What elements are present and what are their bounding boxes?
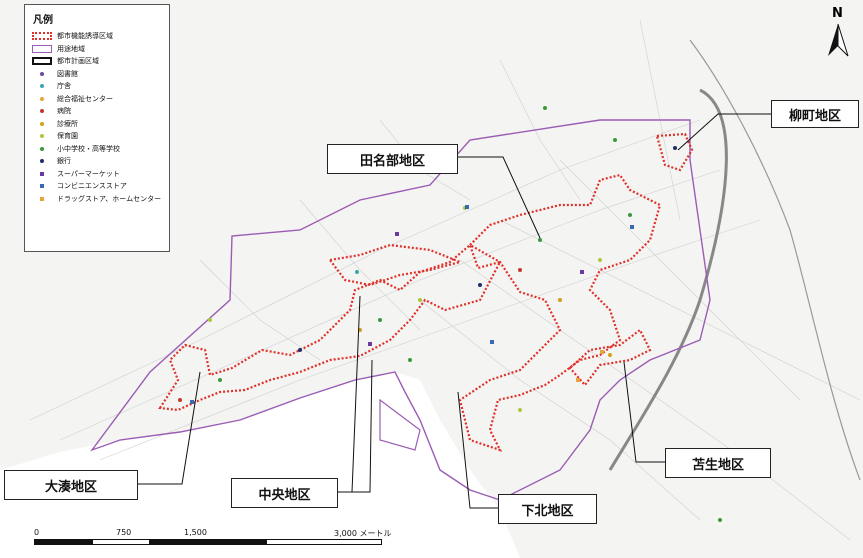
legend-item: 診療所 bbox=[31, 118, 163, 131]
map-legend: 凡例 都市機能誘導区域用途地域都市計画区域図書館庁舎総合福祉センター病院診療所保… bbox=[24, 4, 170, 252]
north-label: N bbox=[832, 6, 843, 21]
legend-item: 都市計画区域 bbox=[31, 55, 163, 68]
label-ominato[interactable]: 大湊地区 bbox=[4, 470, 138, 500]
dot-symbol-icon bbox=[31, 94, 53, 104]
legend-item: 銀行 bbox=[31, 155, 163, 168]
street-network bbox=[29, 19, 861, 541]
legend-item-label: 図書館 bbox=[57, 69, 78, 78]
scale-tick-1500: 1,500 bbox=[184, 528, 207, 537]
legend-item: ドラッグストア、ホームセンター bbox=[31, 193, 163, 206]
legend-item: 都市機能誘導区域 bbox=[31, 30, 163, 43]
label-leader-lines bbox=[138, 113, 771, 509]
black-box-symbol-icon bbox=[31, 56, 53, 66]
railway-line bbox=[689, 39, 861, 481]
legend-item-label: ドラッグストア、ホームセンター bbox=[57, 194, 162, 203]
use-zone-boundary bbox=[90, 119, 711, 501]
north-arrow: N bbox=[818, 6, 858, 62]
legend-item: 図書館 bbox=[31, 68, 163, 81]
square-symbol-icon bbox=[31, 169, 53, 179]
legend-item: 庁舎 bbox=[31, 80, 163, 93]
legend-item: 用途地域 bbox=[31, 43, 163, 56]
legend-item: コンビニエンスストア bbox=[31, 180, 163, 193]
label-tomabu[interactable]: 苫生地区 bbox=[665, 448, 771, 478]
scale-segment-2 bbox=[92, 539, 150, 545]
legend-item-label: スーパーマーケット bbox=[57, 169, 120, 178]
scale-segment-4 bbox=[266, 539, 382, 545]
legend-item-label: 保育園 bbox=[57, 132, 78, 141]
dot-symbol-icon bbox=[31, 144, 53, 154]
red-dotted-box-symbol-icon bbox=[31, 31, 53, 41]
induction-zone-boundary bbox=[158, 132, 694, 452]
label-tanabu[interactable]: 田名部地区 bbox=[327, 144, 458, 174]
legend-item-label: 病院 bbox=[57, 107, 71, 116]
legend-item-label: 診療所 bbox=[57, 119, 78, 128]
legend-item-label: 庁舎 bbox=[57, 82, 71, 91]
dot-symbol-icon bbox=[31, 81, 53, 91]
scale-tick-0: 0 bbox=[34, 528, 40, 537]
use-zone-port bbox=[379, 398, 421, 451]
legend-item-label: 小中学校・高等学校 bbox=[57, 144, 120, 153]
legend-items: 都市機能誘導区域用途地域都市計画区域図書館庁舎総合福祉センター病院診療所保育園小… bbox=[31, 30, 163, 205]
dot-symbol-icon bbox=[31, 106, 53, 116]
legend-title: 凡例 bbox=[33, 15, 53, 26]
square-symbol-icon bbox=[31, 181, 53, 191]
north-arrow-icon bbox=[828, 23, 849, 57]
legend-item: 病院 bbox=[31, 105, 163, 118]
label-chuo[interactable]: 中央地区 bbox=[231, 478, 338, 508]
legend-item-label: 都市計画区域 bbox=[57, 57, 99, 66]
dot-symbol-icon bbox=[31, 156, 53, 166]
scale-tick-3000: 3,000 メートル bbox=[334, 529, 392, 538]
legend-item: 保育園 bbox=[31, 130, 163, 143]
legend-item-label: 銀行 bbox=[57, 157, 71, 166]
legend-item-label: 用途地域 bbox=[57, 44, 85, 53]
sea-area bbox=[0, 372, 520, 558]
legend-item: 総合福祉センター bbox=[31, 93, 163, 106]
highway-line bbox=[608, 88, 728, 471]
legend-item: スーパーマーケット bbox=[31, 168, 163, 181]
square-symbol-icon bbox=[31, 194, 53, 204]
legend-item-label: コンビニエンスストア bbox=[57, 182, 127, 191]
scale-tick-750: 750 bbox=[116, 528, 132, 537]
facility-markers bbox=[178, 106, 722, 522]
legend-item: 小中学校・高等学校 bbox=[31, 143, 163, 156]
dot-symbol-icon bbox=[31, 119, 53, 129]
legend-item-label: 総合福祉センター bbox=[57, 94, 113, 103]
dot-symbol-icon bbox=[31, 69, 53, 79]
legend-item-label: 都市機能誘導区域 bbox=[57, 32, 113, 41]
scale-bar: 0 750 1,500 3,000 メートル bbox=[34, 528, 424, 556]
dot-symbol-icon bbox=[31, 131, 53, 141]
scale-segment-3 bbox=[150, 539, 266, 545]
label-yanagimachi[interactable]: 柳町地区 bbox=[771, 100, 859, 128]
scale-segment-1 bbox=[34, 539, 92, 545]
label-shimokita[interactable]: 下北地区 bbox=[498, 494, 597, 524]
purple-box-symbol-icon bbox=[31, 44, 53, 54]
